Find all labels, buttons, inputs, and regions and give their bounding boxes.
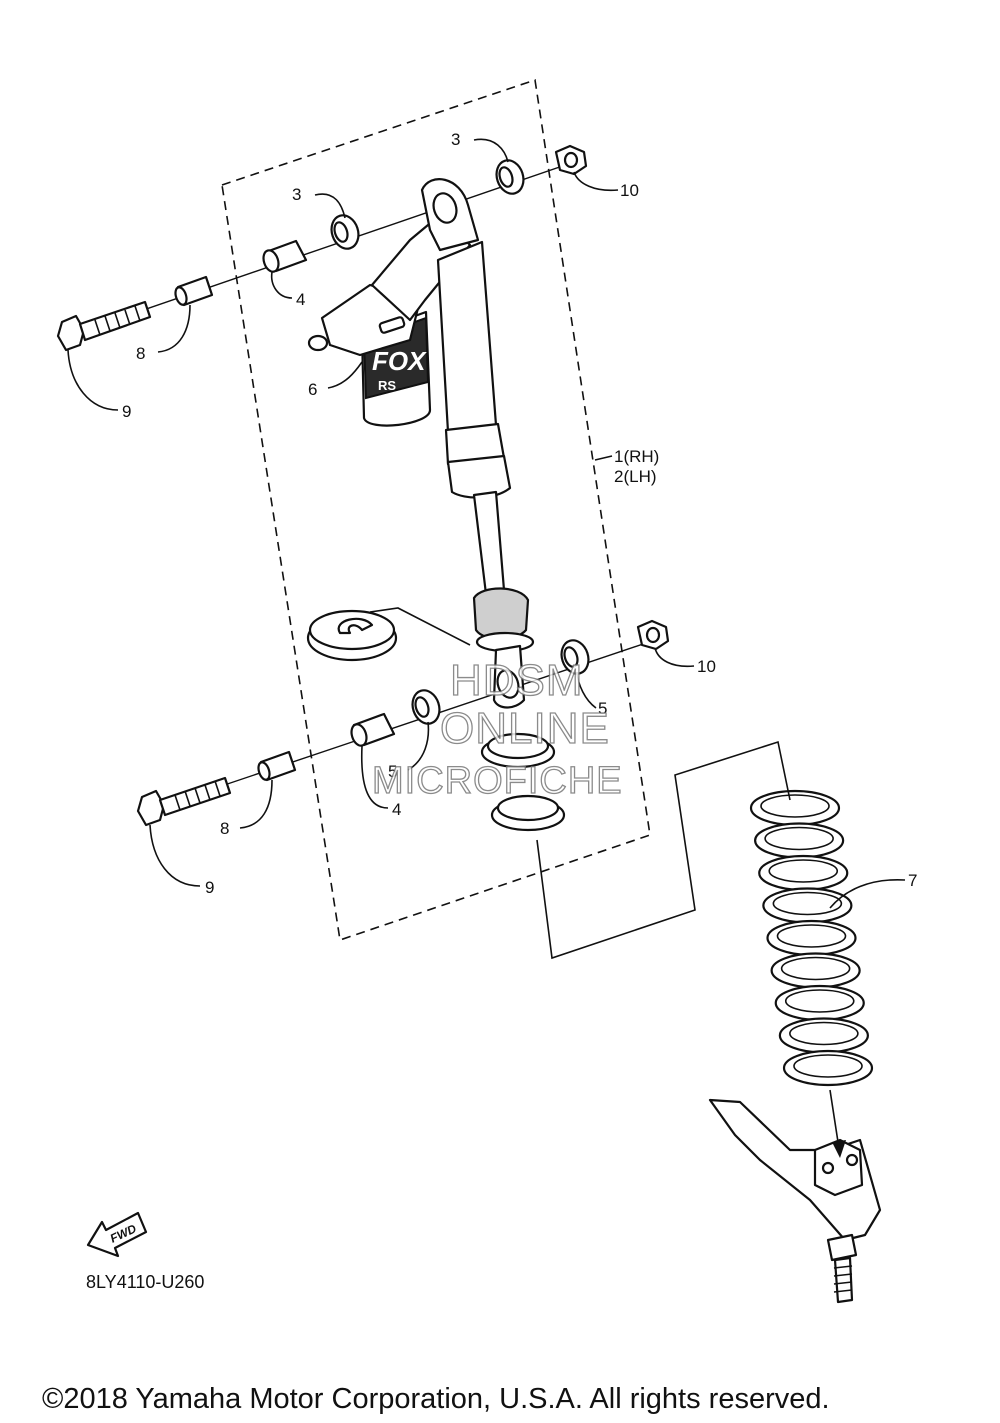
shock-absorber: FOX RS bbox=[307, 178, 535, 709]
collar-4-lower bbox=[350, 712, 396, 747]
spring-coil-inner bbox=[772, 891, 843, 916]
lower-arm bbox=[708, 1098, 882, 1304]
leader-8b bbox=[239, 779, 273, 829]
spring-coil-inner bbox=[768, 859, 839, 883]
shock-sub-text: RS bbox=[378, 378, 396, 393]
spacer-8-lower bbox=[257, 750, 297, 782]
callout-10-upper: 10 bbox=[620, 181, 639, 200]
bushing-5-left bbox=[411, 689, 441, 725]
spring-coil bbox=[749, 789, 841, 827]
shock-brand-text: FOX bbox=[372, 346, 427, 376]
leader-8a bbox=[157, 304, 191, 353]
leader-3b bbox=[473, 138, 509, 163]
leader-4b bbox=[360, 745, 389, 809]
leader-3a bbox=[314, 193, 346, 219]
bushing-5-right bbox=[560, 639, 590, 675]
spring-seat-leader bbox=[369, 607, 471, 646]
collar-4-upper bbox=[262, 239, 308, 273]
bolt-upper bbox=[56, 300, 152, 352]
spring-coil bbox=[754, 822, 845, 859]
leader-4a bbox=[270, 271, 293, 299]
callout-1-rh: 1(RH) bbox=[614, 447, 659, 466]
spring-coil-inner bbox=[760, 794, 830, 818]
callout-8-upper: 8 bbox=[136, 344, 145, 363]
callout-5-right: 5 bbox=[598, 699, 607, 718]
callout-8-lower: 8 bbox=[220, 819, 229, 838]
spring-coil bbox=[774, 984, 865, 1022]
adjuster-ring-lower bbox=[490, 794, 566, 832]
diagram-code: 8LY4110-U260 bbox=[86, 1272, 204, 1292]
leader-1rh bbox=[594, 455, 613, 461]
watermark: HDSM ONLINE MICROFICHE bbox=[371, 655, 623, 802]
callout-4-lower: 4 bbox=[392, 800, 401, 819]
watermark-line1: HDSM bbox=[450, 656, 584, 705]
leader-10a bbox=[573, 171, 619, 192]
upper-mount-axis bbox=[84, 159, 581, 331]
leader-5b bbox=[407, 721, 430, 771]
spring-coil bbox=[782, 1049, 874, 1087]
install-arrow bbox=[829, 1089, 846, 1158]
spring-coil-inner bbox=[793, 1054, 863, 1078]
callout-3-left: 3 bbox=[292, 185, 301, 204]
callout-9-upper: 9 bbox=[122, 402, 131, 421]
spring-coil-inner bbox=[784, 989, 855, 1013]
watermark-line2: ONLINE bbox=[440, 704, 610, 753]
fwd-arrow-icon: FWD bbox=[86, 1211, 148, 1258]
leader-7 bbox=[829, 879, 906, 909]
bolt-lower bbox=[136, 776, 232, 827]
spring-coil bbox=[766, 919, 857, 957]
spring-coil-inner bbox=[789, 1021, 859, 1046]
spring-seat bbox=[306, 609, 398, 662]
copyright-notice: ©2018 Yamaha Motor Corporation, U.S.A. A… bbox=[42, 1383, 830, 1415]
spring-coil-inner bbox=[776, 924, 847, 948]
callout-2-lh: 2(LH) bbox=[614, 467, 657, 486]
bushing-3-left bbox=[330, 214, 360, 250]
callout-4-upper: 4 bbox=[296, 290, 305, 309]
leader-6 bbox=[327, 361, 363, 389]
spring-coil bbox=[778, 1017, 869, 1054]
spring-bracket bbox=[536, 740, 791, 960]
coil-spring bbox=[749, 789, 874, 1087]
spring-coil-inner bbox=[764, 826, 834, 851]
adjuster-ring-upper bbox=[480, 732, 556, 769]
callout-10-lower: 10 bbox=[697, 657, 716, 676]
leader-5a bbox=[576, 671, 597, 709]
callout-5-left: 5 bbox=[388, 762, 397, 781]
callout-9-lower: 9 bbox=[205, 878, 214, 897]
bushing-3-right bbox=[495, 159, 525, 195]
spring-coil bbox=[762, 887, 853, 924]
callout-3-right: 3 bbox=[451, 130, 460, 149]
spacer-8-upper bbox=[174, 275, 214, 307]
callout-7: 7 bbox=[908, 871, 917, 890]
leader-9a bbox=[67, 349, 119, 411]
nut-10-lower bbox=[636, 619, 670, 651]
spring-coil bbox=[770, 952, 861, 989]
leader-10b bbox=[654, 647, 695, 668]
callout-6: 6 bbox=[308, 380, 317, 399]
spring-coil-inner bbox=[780, 956, 851, 981]
nut-10-upper bbox=[554, 144, 588, 176]
leader-9b bbox=[149, 824, 201, 887]
watermark-line3: MICROFICHE bbox=[372, 760, 623, 802]
spring-coil bbox=[758, 854, 849, 892]
